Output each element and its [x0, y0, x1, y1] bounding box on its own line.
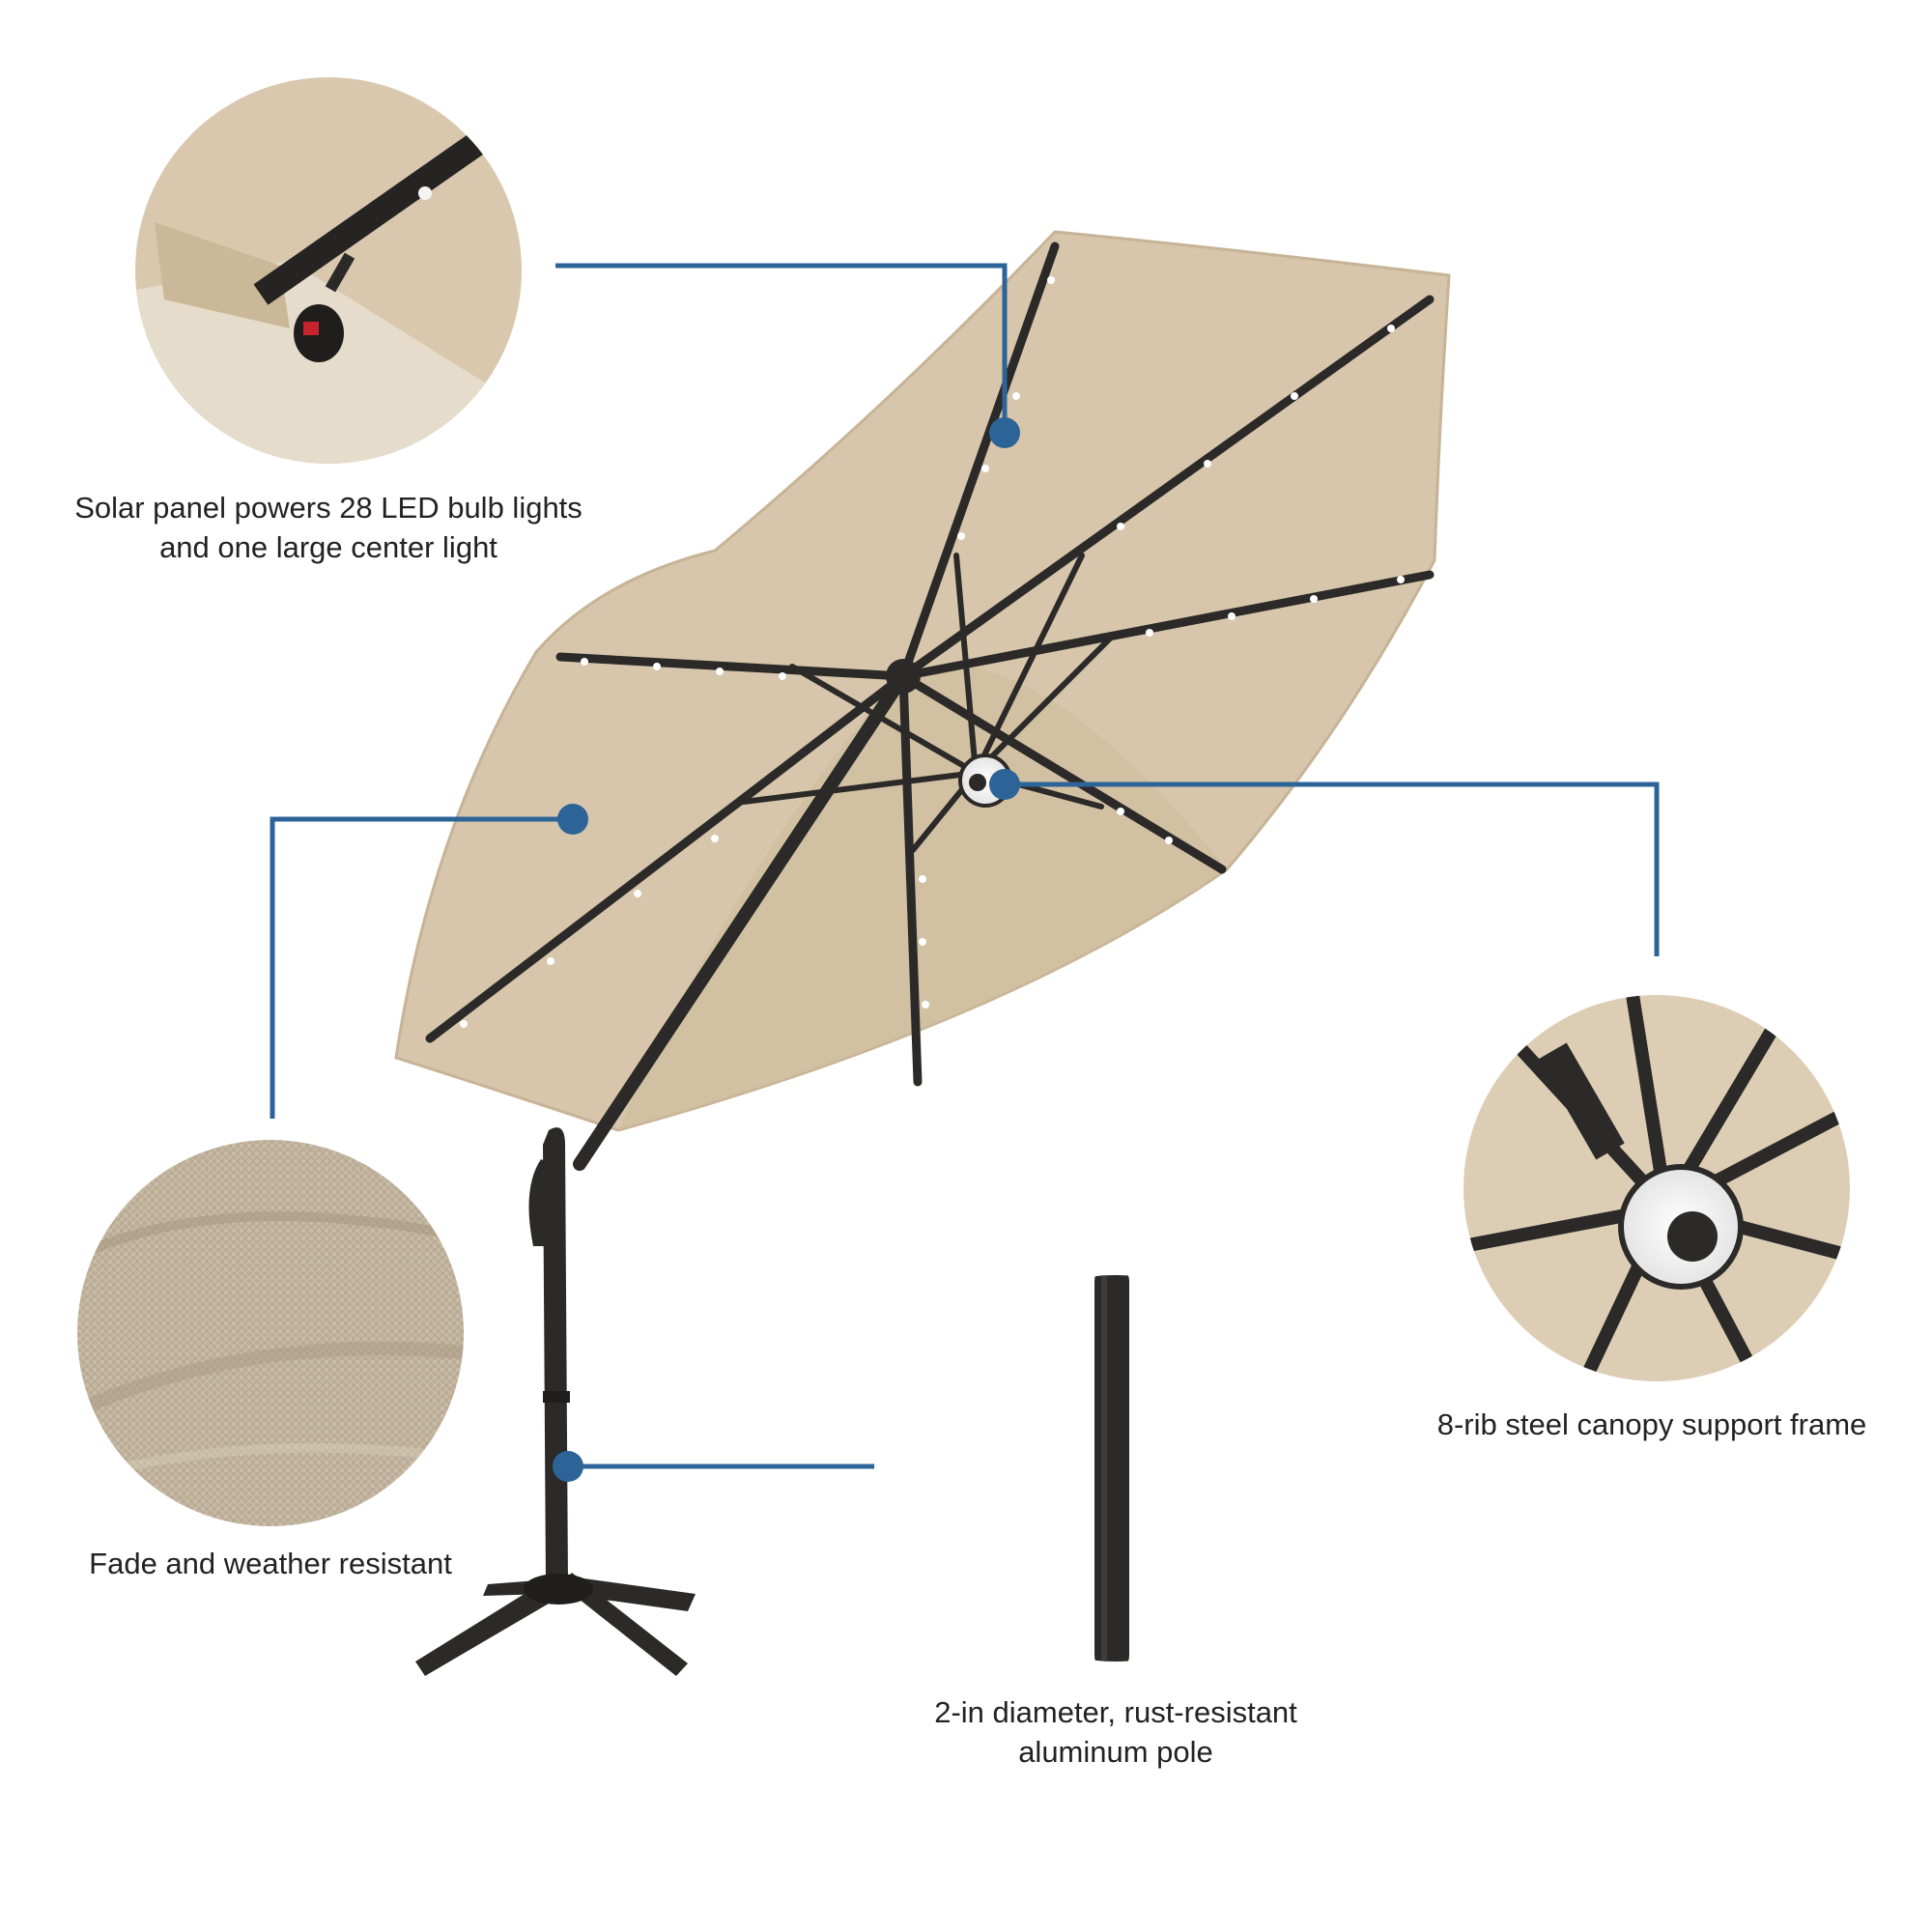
callout-line-1: Solar panel powers 28 LED bulb lights	[74, 491, 582, 525]
callout-line-1: 2-in diameter, rust-resistant	[934, 1695, 1297, 1729]
detail-rib-frame	[1463, 995, 1850, 1381]
detail-solar-panel	[135, 77, 522, 464]
callout-label-frame: 8-rib steel canopy support frame	[1401, 1405, 1903, 1444]
callout-label-fabric: Fade and weather resistant	[58, 1544, 483, 1583]
umbrella-canopy	[394, 230, 1451, 1132]
callout-line-1: Fade and weather resistant	[89, 1547, 452, 1580]
callout-label-pole: 2-in diameter, rust-resistant aluminum p…	[869, 1692, 1362, 1772]
callout-line-2: and one large center light	[159, 530, 497, 564]
detail-pole	[923, 1275, 1309, 1662]
umbrella-base	[415, 1573, 696, 1676]
callout-line-1: 8-rib steel canopy support frame	[1436, 1407, 1867, 1441]
detail-fabric	[77, 1140, 464, 1526]
led-light-icon	[460, 276, 1405, 1062]
callout-label-solar: Solar panel powers 28 LED bulb lights an…	[58, 488, 599, 567]
callout-line-2: aluminum pole	[1018, 1735, 1213, 1769]
umbrella-ribs	[425, 242, 1435, 1087]
callout-lines	[270, 263, 1660, 1469]
callout-dots	[553, 417, 1020, 1482]
